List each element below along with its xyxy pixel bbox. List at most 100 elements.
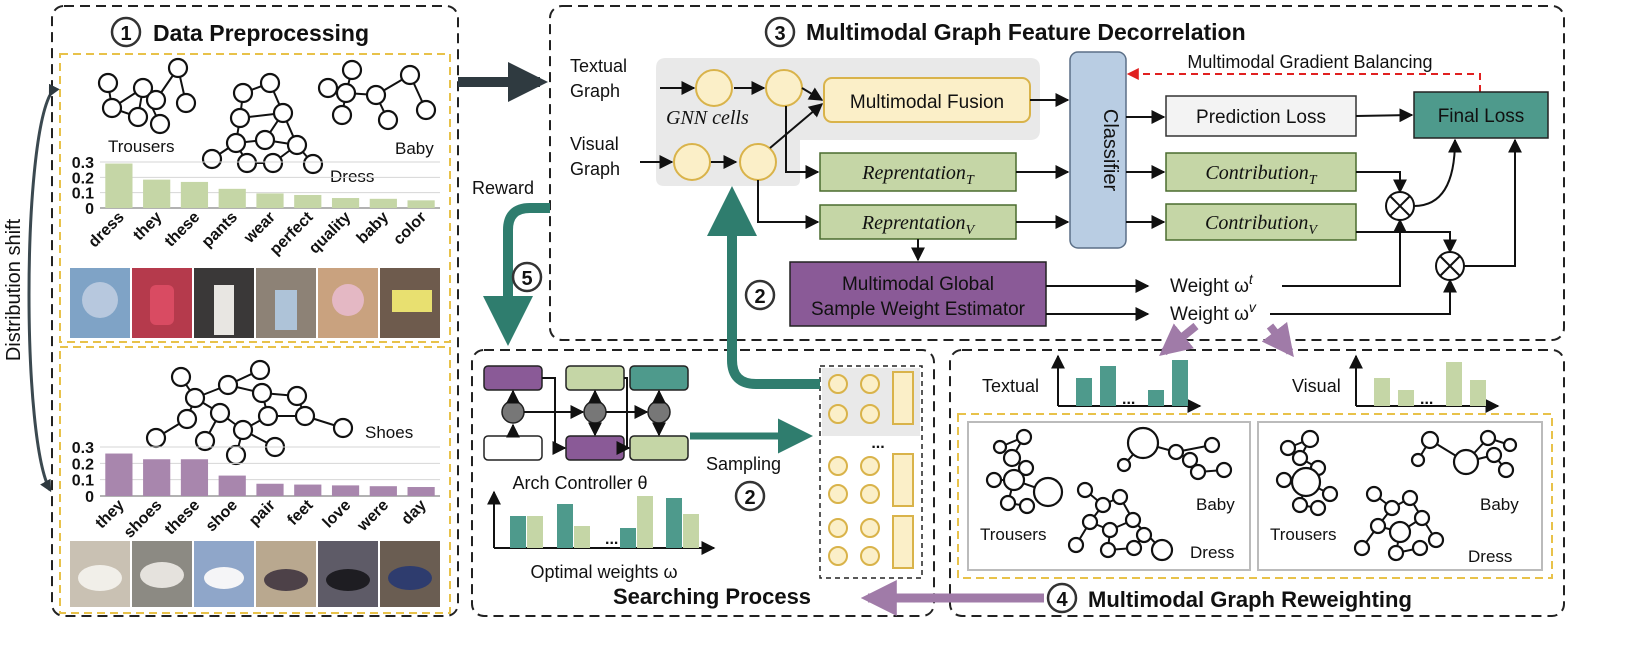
bottom-chart-bar-shoe — [218, 475, 246, 496]
optimal-weights-ellipsis: ... — [605, 531, 618, 548]
top-chart-bar-color — [407, 200, 435, 208]
rw-right-baby: Baby — [1480, 495, 1519, 514]
gradient-balancing-label: Multimodal Gradient Balancing — [1187, 52, 1432, 72]
reweighted-graphs-box — [957, 413, 1553, 579]
rw-right-trousers: Trousers — [1270, 525, 1336, 544]
gnn-cell-text-1 — [695, 69, 733, 107]
bottom-chart-bar-these — [180, 459, 209, 496]
contribution-v-label: ContributionV — [1205, 212, 1318, 238]
bottom-chart-bar-were — [369, 486, 397, 496]
step-1-badge — [110, 16, 142, 48]
sampled-architectures-box — [819, 365, 923, 579]
label-shoes: Shoes — [365, 423, 413, 442]
image-strip-top — [70, 268, 440, 338]
rw-left-trousers: Trousers — [980, 525, 1046, 544]
bottom-chart-bar-feet — [294, 484, 322, 496]
label-dress: Dress — [330, 167, 374, 186]
top-chart-bar-perfect — [294, 194, 322, 208]
top-chart-bar-pants — [218, 188, 246, 208]
panel-3-title: Multimodal Graph Feature Decorrelation — [806, 19, 1246, 45]
step-5-badge — [511, 261, 543, 293]
bottom-chart-xtick-shoes: shoes — [121, 497, 166, 542]
reward-label: Reward — [472, 178, 534, 198]
step-2-number-lower: 2 — [744, 487, 755, 509]
representation-v-label: ReprentationV — [861, 212, 976, 238]
sampled-to-gnn-arrow — [707, 186, 820, 389]
weight-to-textual-arrow — [1159, 322, 1199, 357]
gnn-cells-label: GNN cells — [666, 107, 749, 129]
representation-t-label: ReprentationT — [861, 162, 975, 188]
panel-graph-reweighting — [949, 349, 1565, 617]
bottom-chart-ytick: 0.1 — [72, 473, 94, 490]
sampled-arch-3 — [828, 515, 914, 569]
arch-controller-label: Arch Controller θ — [512, 473, 647, 493]
step-2-badge-upper — [744, 279, 776, 311]
step-2-number-upper: 2 — [754, 286, 765, 308]
bottom-chart-bar-day — [407, 487, 435, 496]
reward-arrow — [483, 203, 550, 346]
top-chart-bar-quality — [331, 198, 360, 208]
bottom-chart-xtick-feet: feet — [284, 496, 317, 529]
step-3-number: 3 — [774, 23, 785, 45]
distribution-shift-label: Distribution shift — [3, 218, 25, 361]
optimal-weights-chart: ... — [487, 490, 716, 555]
image-strip-bottom — [70, 541, 440, 607]
shifted-domain-box — [59, 346, 451, 614]
weight-v-label: Weight ωv — [1170, 299, 1257, 325]
top-chart-bar-they — [143, 179, 171, 208]
contribution-t-label: ContributionT — [1205, 162, 1317, 188]
weight-t-label: Weight ωt — [1170, 271, 1254, 297]
top-chart-bar-wear — [256, 193, 284, 208]
textual-graph-label-2: Graph — [570, 81, 620, 101]
top-chart-bar-these — [180, 181, 209, 208]
bottom-chart-xtick-day: day — [398, 497, 430, 529]
top-chart-ytick: 0.1 — [72, 186, 94, 203]
step-1-number: 1 — [120, 23, 131, 45]
textual-weights-chart: ... — [1051, 354, 1202, 413]
sampled-ellipsis: ... — [871, 435, 884, 452]
bottom-chart-bar-they — [105, 453, 133, 496]
bottom-chart-xtick-shoe: shoe — [203, 497, 241, 535]
step-5-number: 5 — [521, 268, 532, 290]
textual-graph-label-1: Textual — [570, 56, 627, 76]
panel-4-title: Multimodal Graph Reweighting — [1088, 587, 1412, 612]
bottom-chart-xtick-were: were — [354, 497, 393, 536]
sampled-arch-2 — [828, 453, 914, 507]
top-chart-bar-dress — [105, 163, 133, 208]
rw-right-dress: Dress — [1468, 547, 1512, 566]
multimodal-fusion-label: Multimodal Fusion — [850, 92, 1004, 113]
panel-searching-process — [471, 349, 935, 617]
classifier-label: Classifier — [1099, 109, 1121, 192]
bottom-chart-ytick: 0 — [85, 489, 94, 506]
bottom-chart-xtick-love: love — [320, 497, 355, 532]
bottom-chart-bar-shoes — [143, 459, 171, 496]
weight-estimator-box — [789, 261, 1047, 327]
final-loss-box — [1413, 91, 1549, 139]
sampling-label: Sampling — [706, 454, 781, 474]
gnn-cell-text-2 — [765, 69, 803, 107]
textual-domain-box — [59, 53, 451, 343]
textual-weights-ellipsis: ... — [1122, 391, 1135, 408]
gradient-balancing-arrow — [1126, 68, 1481, 92]
weight-estimator-label-2: Sample Weight Estimator — [811, 299, 1026, 320]
step-2-badge-lower — [734, 480, 766, 512]
graph-dress — [201, 72, 324, 175]
visual-weights-chart: ... — [1349, 354, 1500, 413]
panel-1-title: Data Preprocessing — [153, 20, 369, 46]
final-loss-label: Final Loss — [1438, 106, 1525, 127]
graph-baby — [317, 59, 437, 131]
graph-trousers — [97, 57, 197, 135]
prediction-loss-label: Prediction Loss — [1196, 107, 1326, 128]
step-3-badge — [764, 16, 796, 48]
reweighted-textual-frame — [967, 421, 1251, 571]
weight-estimator-label-1: Multimodal Global — [842, 274, 994, 295]
contribution-t-box — [1165, 152, 1357, 192]
contribution-v-box — [1165, 203, 1357, 241]
top-chart-xtick-they: they — [130, 209, 165, 244]
top-chart-xtick-color: color — [390, 209, 430, 249]
bottom-chart-ytick: 0.3 — [72, 440, 94, 457]
top-chart-xtick-baby: baby — [354, 209, 392, 247]
